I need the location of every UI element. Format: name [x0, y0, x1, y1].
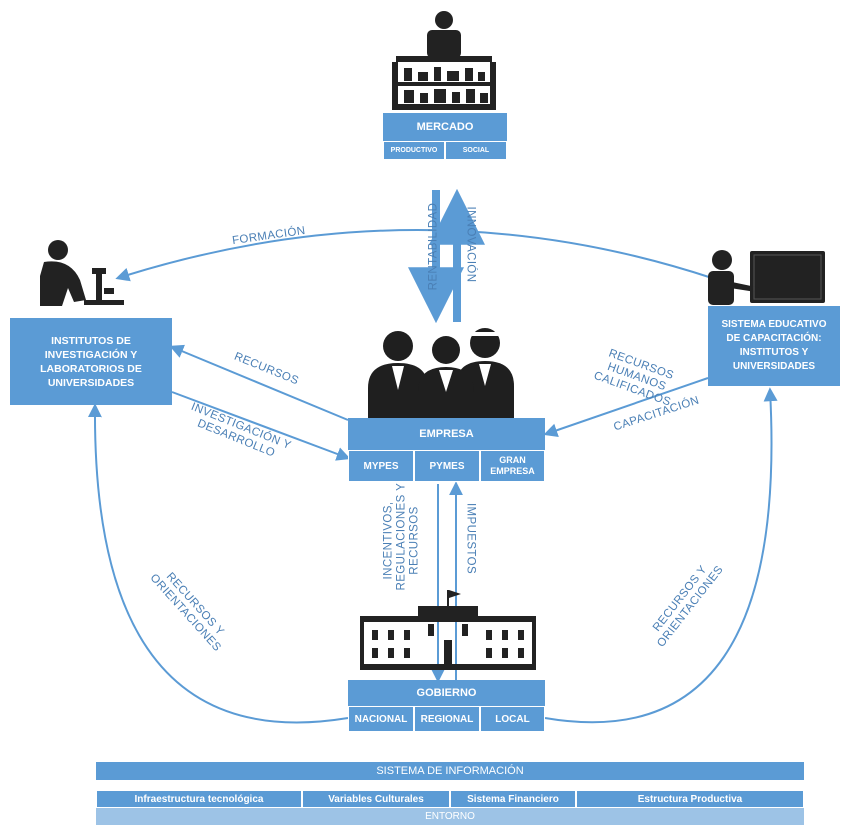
mercado-social-cell: SOCIAL	[445, 141, 507, 160]
footer-financiero-cell: Sistema Financiero	[450, 790, 576, 808]
capacitacion-arrow	[543, 377, 709, 437]
gobierno-local-cell: LOCAL	[480, 706, 545, 732]
mercado-title: MERCADO	[383, 113, 507, 141]
empresa-gran-empresa-cell: GRAN EMPRESA	[480, 450, 545, 482]
footer-variables-cell: Variables Culturales	[302, 790, 450, 808]
entorno-bar: ENTORNO	[96, 808, 804, 825]
gobierno-left-arrow	[87, 403, 349, 724]
investigacion-arrow	[171, 391, 351, 461]
impuestos-label: IMPUESTOS	[464, 502, 477, 575]
empresa-pymes-cell: PYMES	[414, 450, 480, 482]
formacion-arrow	[115, 229, 713, 282]
incentivos-label: INCENTIVOS, REGULACIONES Y RECURSOS	[382, 482, 421, 591]
footer-productiva-cell: Estructura Productiva	[576, 790, 804, 808]
gobierno-nacional-cell: NACIONAL	[348, 706, 414, 732]
institutos-box: INSTITUTOS DE INVESTIGACIÓN Y LABORATORI…	[10, 318, 172, 405]
rentabilidad-label: RENTABILIDAD	[427, 202, 440, 291]
empresa-title: EMPRESA	[348, 418, 545, 450]
gobierno-title: GOBIERNO	[348, 680, 545, 706]
footer-infraestructura-cell: Infraestructura tecnológica	[96, 790, 302, 808]
gobierno-regional-cell: REGIONAL	[414, 706, 480, 732]
recursos-arrow	[169, 344, 349, 421]
sistema-educativo-box: SISTEMA EDUCATIVO DE CAPACITACIÓN: INSTI…	[708, 306, 840, 386]
innovacion-label: INNOVACIÓN	[464, 206, 477, 283]
gobierno-right-arrow	[544, 387, 778, 724]
empresa-mypes-cell: MYPES	[348, 450, 414, 482]
mercado-productivo-cell: PRODUCTIVO	[383, 141, 445, 160]
sistema-informacion-bar: SISTEMA DE INFORMACIÓN	[96, 762, 804, 780]
